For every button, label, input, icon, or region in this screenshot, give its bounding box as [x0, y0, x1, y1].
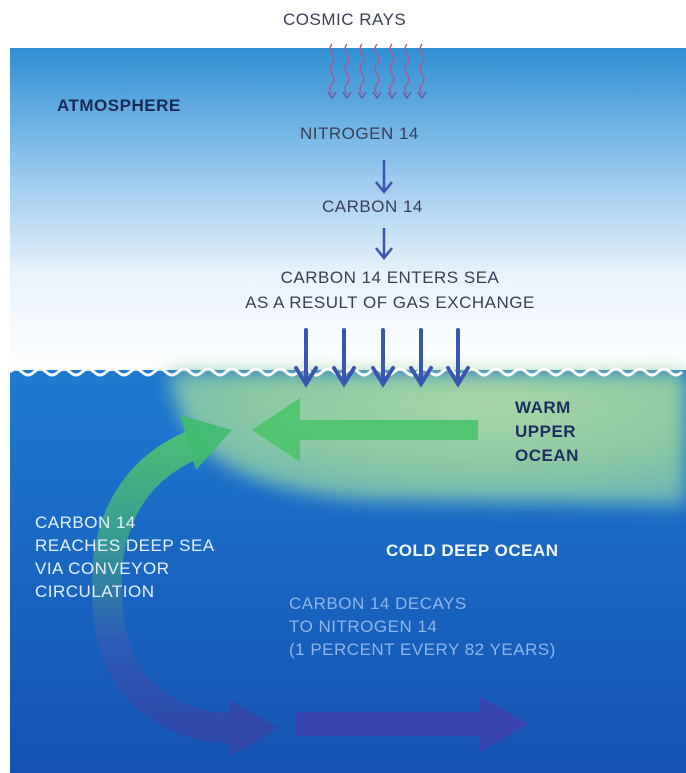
label-carbon-14: CARBON 14	[322, 197, 423, 216]
deep-current-arrow	[296, 696, 528, 752]
label-warm-upper-ocean: WARM UPPER OCEAN	[515, 396, 579, 468]
warm-line-1: WARM	[515, 398, 571, 417]
cosmic-ray-lines	[329, 43, 425, 95]
label-reaches-deep-sea: CARBON 14 REACHES DEEP SEA VIA CONVEYOR …	[35, 511, 215, 603]
conveyor-curve-arrow	[91, 425, 233, 743]
conveyor-bottom-arrowhead	[230, 700, 278, 756]
warm-line-2: UPPER	[515, 422, 577, 441]
label-nitrogen-14: NITROGEN 14	[300, 124, 419, 143]
enters-sea-line-2: AS A RESULT OF GAS EXCHANGE	[245, 293, 535, 312]
reaches-line-4: CIRCULATION	[35, 582, 155, 601]
label-cold-deep-ocean: COLD DEEP OCEAN	[386, 541, 559, 560]
arrow-nitrogen-to-carbon	[375, 160, 393, 195]
warm-line-3: OCEAN	[515, 446, 579, 465]
conveyor-curve-arrowhead-top	[180, 415, 232, 470]
enters-sea-line-1: CARBON 14 ENTERS SEA	[280, 268, 500, 287]
decays-line-3: (1 PERCENT EVERY 82 YEARS)	[289, 640, 556, 659]
label-cosmic-rays: COSMIC RAYS	[283, 10, 407, 29]
decays-line-2: TO NITROGEN 14	[289, 617, 438, 636]
label-atmosphere: ATMOSPHERE	[57, 96, 181, 115]
label-enters-sea: CARBON 14 ENTERS SEA AS A RESULT OF GAS …	[190, 265, 590, 315]
decays-line-1: CARBON 14 DECAYS	[289, 594, 467, 613]
atmosphere-background	[10, 48, 686, 374]
gas-exchange-arrows	[294, 328, 470, 388]
surface-current-arrow	[252, 398, 478, 462]
arrow-carbon-to-sea	[375, 228, 393, 261]
reaches-line-1: CARBON 14	[35, 513, 136, 532]
reaches-line-2: REACHES DEEP SEA	[35, 536, 215, 555]
reaches-line-3: VIA CONVEYOR	[35, 559, 170, 578]
label-carbon-decays: CARBON 14 DECAYS TO NITROGEN 14 (1 PERCE…	[289, 592, 556, 661]
cosmic-ray-arrowheads	[327, 91, 427, 100]
